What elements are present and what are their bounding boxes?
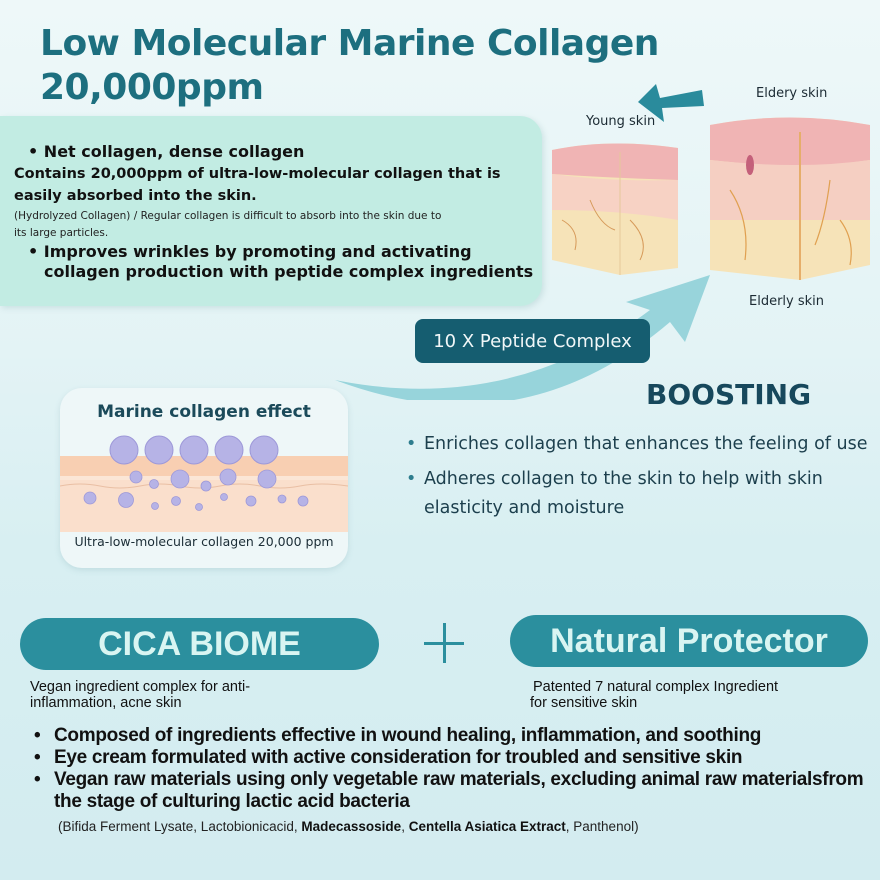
boosting-item: Enriches collagen that enhances the feel… [404, 430, 874, 459]
boosting-title: BOOSTING [646, 378, 812, 411]
collagen-particles-illustration [60, 435, 348, 532]
young-skin-label: Young skin [586, 114, 656, 129]
large-particle-icons [109, 435, 279, 465]
collagen-description: Contains 20,000ppm of ultra-low-molecula… [14, 166, 501, 204]
effect-caption: Ultra-low-molecular collagen 20,000 ppm [74, 534, 334, 549]
elderly-skin-label: Elderly skin [749, 294, 825, 309]
elderly-skin-block [710, 117, 870, 280]
young-skin-block [552, 143, 678, 275]
feature-item: Eye cream formulated with active conside… [30, 747, 875, 769]
natural-protector-pill: Natural Protector [510, 615, 868, 667]
info-box: • Net collagen, dense collagen Contains … [0, 116, 542, 306]
small-particle-icons [83, 468, 309, 511]
hydrolyzed-note: (Hydrolyzed Collagen) / Regular collagen… [14, 210, 442, 239]
page-title: Low Molecular Marine Collagen 20,000ppm [40, 22, 680, 110]
cica-biome-description: Vegan ingredient complex for anti- infla… [30, 679, 251, 711]
natural-protector-description: Patented 7 natural complex Ingredient fo… [530, 679, 779, 711]
title-line-1: Low Molecular Marine Collagen [40, 23, 659, 64]
cica-biome-pill: CICA BIOME [20, 618, 379, 670]
feature-item: Composed of ingredients effective in wou… [30, 725, 875, 747]
feature-item: Vegan raw materials using only vegetable… [30, 769, 875, 813]
eldery-skin-label: Eldery skin [756, 86, 828, 101]
boosting-item: Adheres collagen to the skin to help wit… [404, 465, 874, 523]
bullet-net-collagen: • Net collagen, dense collagen [28, 142, 305, 161]
features-list: Composed of ingredients effective in wou… [30, 725, 875, 813]
bullet-wrinkles: • Improves wrinkles by promoting and act… [28, 242, 534, 281]
arrow-left-icon [638, 84, 704, 122]
title-line-2: 20,000ppm [40, 67, 264, 108]
ingredient-list: (Bifida Ferment Lysate, Lactobionicacid,… [58, 819, 639, 834]
plus-icon [424, 623, 464, 663]
marine-collagen-effect-card: Marine collagen effect Ultra-low-molecul… [60, 388, 348, 568]
boosting-list: Enriches collagen that enhances the feel… [404, 430, 874, 529]
effect-title: Marine collagen effect [97, 402, 311, 422]
peptide-complex-badge: 10 X Peptide Complex [415, 319, 650, 363]
